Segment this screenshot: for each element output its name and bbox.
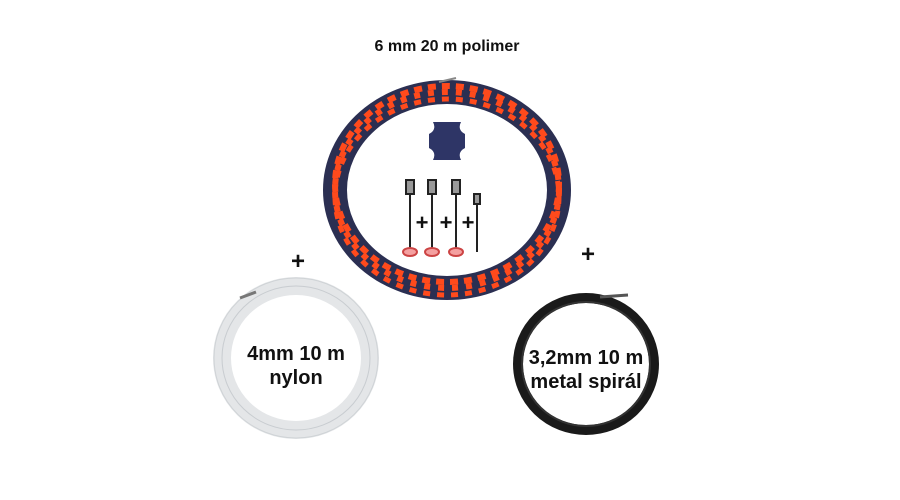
nylon-label: 4mm 10 m nylon [247, 342, 345, 390]
plus-sign: + [439, 210, 453, 235]
metal-label: 3,2mm 10 m metal spirál [529, 346, 644, 394]
nylon-size: 4mm 10 m [247, 343, 345, 365]
nylon-coil [213, 277, 379, 439]
plus-sign: + [415, 210, 429, 235]
polymer-coil [323, 77, 571, 300]
polymer-label: 6 mm 20 m polimer [374, 38, 520, 55]
plus-sign: + [461, 210, 475, 235]
nylon-material: nylon [269, 367, 323, 389]
tip-attachments [402, 179, 481, 257]
plus-sign: + [290, 248, 306, 275]
metal-material: metal spirál [530, 371, 642, 393]
winding-tool-icon [429, 122, 465, 160]
metal-size: 3,2mm 10 m [528, 347, 644, 369]
metal-spiral-coil [513, 293, 659, 435]
plus-sign: + [580, 241, 596, 268]
